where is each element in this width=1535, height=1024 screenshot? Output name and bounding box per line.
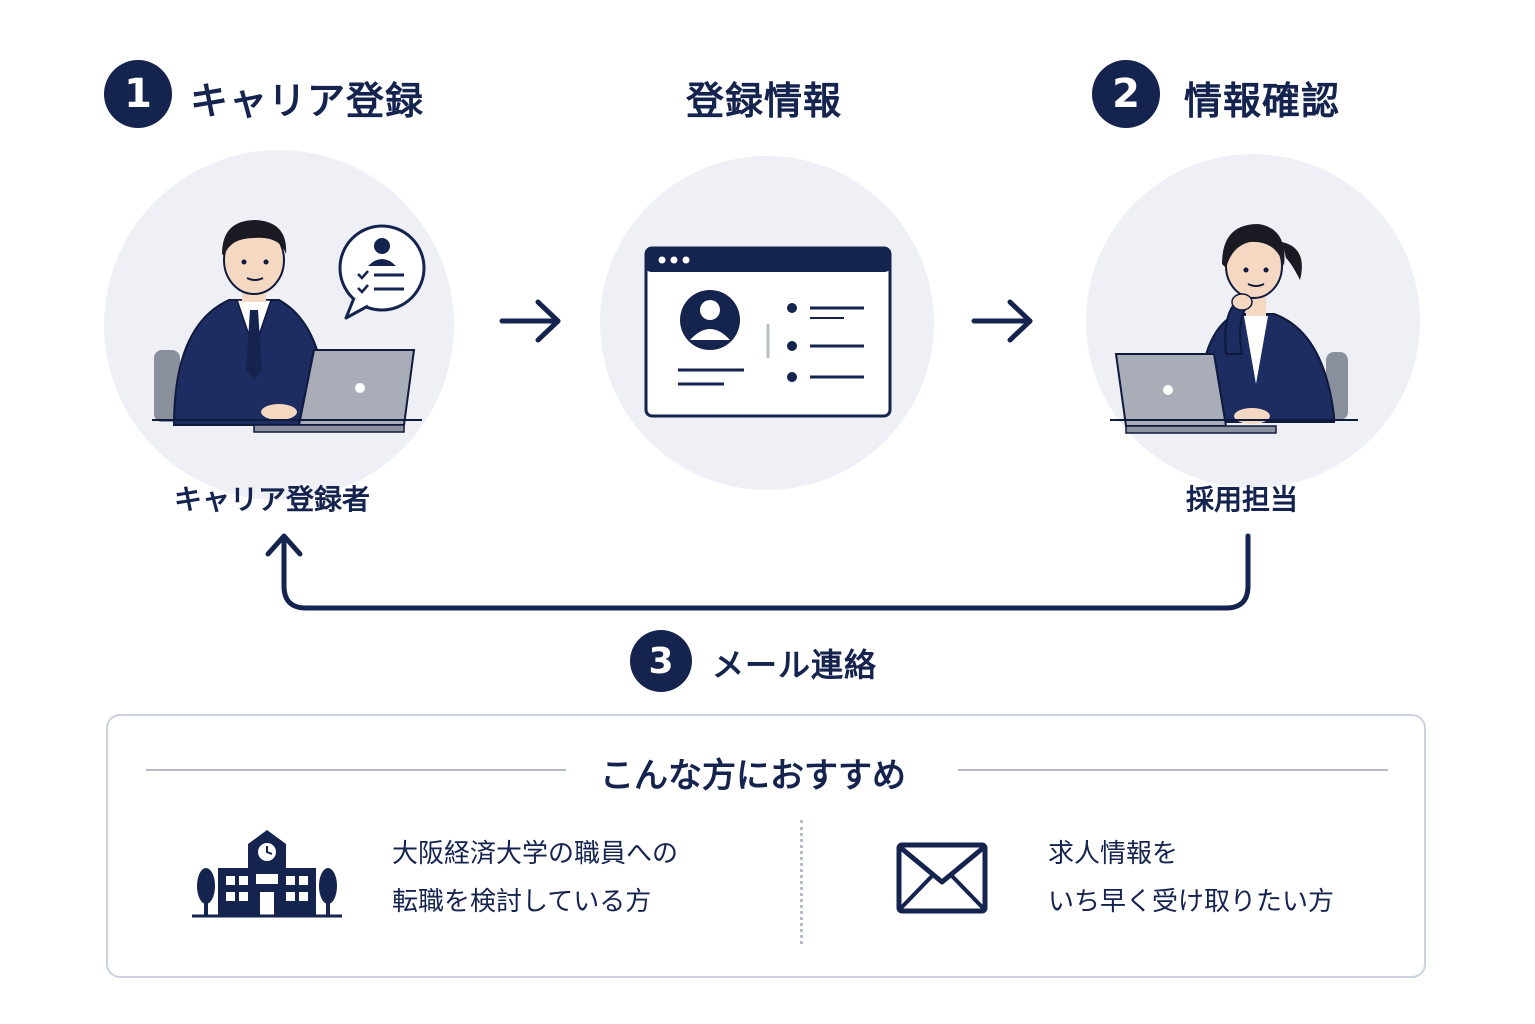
step-3-badge: 3 <box>630 630 692 692</box>
recruiter-label: 採用担当 <box>1186 483 1299 516</box>
step-2-number: 2 <box>1112 71 1140 117</box>
recommendation-box <box>106 714 1426 978</box>
step-2-badge: 2 <box>1092 60 1160 128</box>
step-3-number: 3 <box>648 640 674 682</box>
recommendation-title: こんな方におすすめ <box>600 756 906 796</box>
envelope-icon <box>896 842 988 914</box>
divider-left <box>146 769 566 771</box>
registrant-label: キャリア登録者 <box>174 483 371 516</box>
step-2-title: 情報確認 <box>1184 79 1341 123</box>
center-title: 登録情報 <box>686 79 843 123</box>
step-1-title: キャリア登録 <box>190 79 425 123</box>
return-arrow <box>265 533 1251 611</box>
arrow-right-icon <box>499 299 561 343</box>
step-1-badge: 1 <box>104 60 172 128</box>
registrant-illustration <box>152 220 426 433</box>
recommendation-item-1-line2: 転職を検討している方 <box>392 887 652 917</box>
recommendation-item-1-line1: 大阪経済大学の職員への <box>392 839 679 869</box>
recommendation-item-2-line2: いち早く受け取りたい方 <box>1048 887 1335 917</box>
profile-window-icon <box>644 246 892 418</box>
recommendation-item-1: 大阪経済大学の職員への 転職を検討している方 <box>392 830 678 926</box>
school-building-icon <box>192 830 342 918</box>
recommendation-item-2: 求人情報を いち早く受け取りたい方 <box>1048 830 1334 926</box>
recruiter-illustration <box>1110 224 1358 434</box>
step-1-number: 1 <box>124 71 152 117</box>
recommendation-item-2-line1: 求人情報を <box>1048 839 1179 869</box>
vertical-divider <box>800 820 803 944</box>
divider-right <box>958 769 1388 771</box>
arrow-right-icon <box>971 299 1033 343</box>
step-3-title: メール連絡 <box>712 646 878 684</box>
